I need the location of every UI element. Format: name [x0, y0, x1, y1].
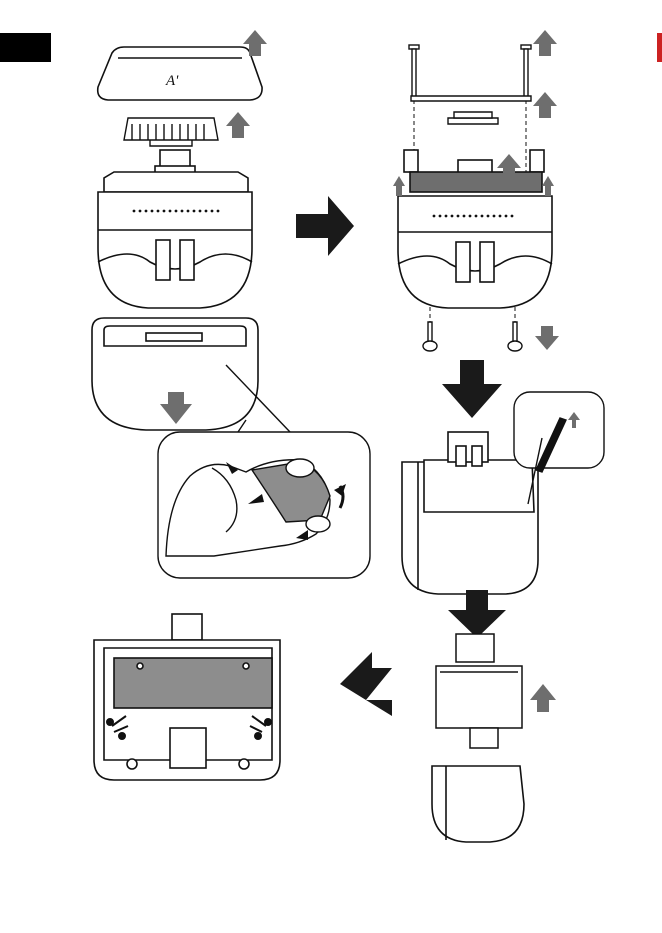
switch-led-row — [133, 210, 220, 213]
arrow-left-big — [340, 652, 392, 716]
brand-mark: A' — [165, 73, 179, 89]
outer-cover: A' — [98, 47, 262, 100]
edge-mark — [657, 33, 662, 62]
bottom-screws — [423, 322, 522, 351]
shaver-body-2 — [398, 150, 552, 308]
shaver-body — [98, 150, 252, 308]
battery-unit — [94, 614, 280, 780]
arrow-up-unit — [530, 684, 556, 712]
top-plate — [411, 96, 531, 124]
arrow-down-big-2 — [448, 590, 506, 638]
top-screws — [409, 45, 531, 97]
arrow-down-big-1 — [442, 360, 502, 418]
language-tab — [0, 33, 51, 62]
arrow-right-big — [296, 196, 354, 256]
arrow-up-blade — [226, 112, 250, 138]
inner-blade — [124, 118, 218, 146]
inner-unit — [436, 634, 522, 748]
empty-housing — [432, 766, 524, 842]
